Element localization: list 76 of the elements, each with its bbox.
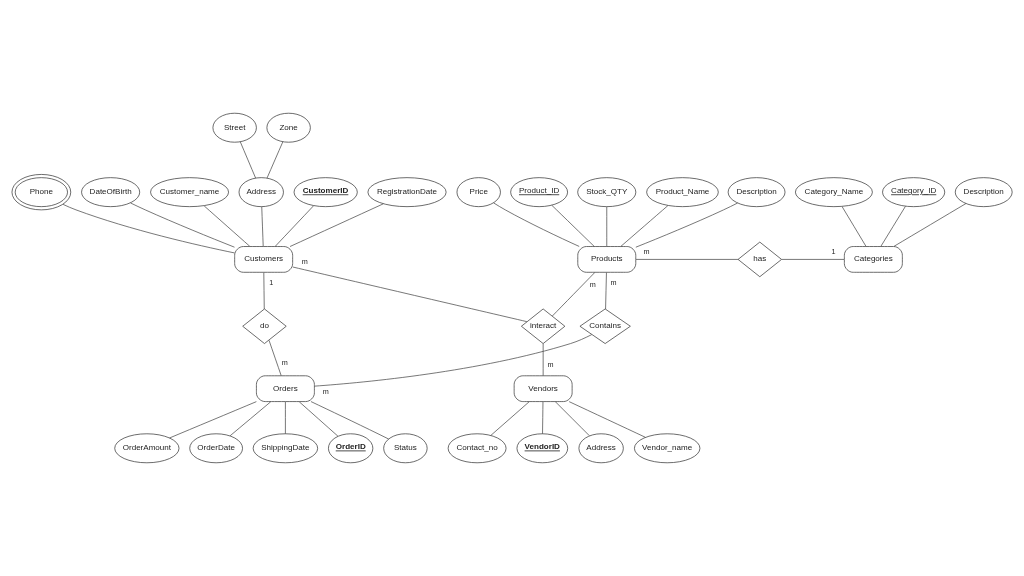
node-ellipse: Product_ID [510,177,568,207]
connector [542,343,544,377]
connector [635,259,739,260]
edge-label: m [610,277,617,287]
node-ellipse: Product_Name [646,177,719,207]
node-ellipse: OrderAmount [114,433,180,464]
connector [490,401,530,436]
connector [893,203,967,247]
connector [555,401,590,436]
connector [314,334,593,387]
edge-label: m [301,256,308,266]
node-ellipse: Address [238,177,284,207]
node-ellipse: Contact_no [447,433,507,464]
edge-label: 1 [831,246,836,256]
edge-label: 1 [269,277,274,287]
connector [781,259,845,260]
node-box: Customers [234,246,293,273]
connector [266,141,284,179]
connector [289,203,384,247]
edge-label: m [589,279,596,289]
connector [203,205,251,247]
node-box: Products [577,246,637,273]
connector [605,272,607,310]
connector [880,205,906,247]
node-ellipse: RegistrationDate [367,177,447,207]
node-box: Categories [844,246,903,273]
edge-label: m [547,359,554,369]
connector [62,204,235,254]
node-ellipse: Zone [266,112,311,143]
connector [229,401,272,437]
node-box: Vendors [513,375,573,402]
node-ellipse: Street [212,112,257,143]
connector [552,272,596,317]
node-ellipse: OrderID [328,433,374,464]
node-ellipse: OrderDate [189,433,243,464]
connector [568,401,646,438]
node-diamond: interact [521,308,566,344]
node-ellipse: Status [383,433,428,464]
edge-label: m [281,358,288,368]
node-ellipse: Customer_name [150,177,229,207]
connector [263,272,265,310]
connector [239,141,256,179]
node-ellipse: Price [456,177,501,207]
node-ellipse: Vendor_name [634,433,701,464]
node-ellipse: Description [727,177,786,207]
connector [268,339,282,377]
connector [261,206,264,247]
node-ellipse: Stock_QTY [577,177,637,207]
edge-label: m [322,387,329,397]
node-ellipse: DateOfBirth [81,177,141,207]
connector [169,401,257,439]
node-diamond: Contains [579,308,631,344]
connector [310,401,389,440]
node-ellipse: ShippingDate [252,433,319,464]
edge-label: m [643,246,650,256]
node-ellipse: Category_Name [795,177,873,207]
node-ellipse: VendorID [516,433,569,464]
node-ellipse: Category_ID [882,177,946,207]
node-ellipse: Address [578,433,624,464]
node-ellipse: Description [954,177,1013,207]
connector [130,202,235,248]
node-box: Orders [256,375,315,402]
connector [298,401,339,437]
connector [841,206,867,247]
node-diamond: has [737,241,782,278]
node-diamond: do [242,308,287,344]
node-ellipse: CustomerID [293,177,358,207]
connector [274,205,315,247]
connector [620,205,669,247]
connector [606,206,608,247]
connector [292,266,528,322]
connector [493,202,580,247]
connector [551,204,595,247]
connector [542,401,544,435]
connector [285,401,286,435]
connector [635,202,738,248]
